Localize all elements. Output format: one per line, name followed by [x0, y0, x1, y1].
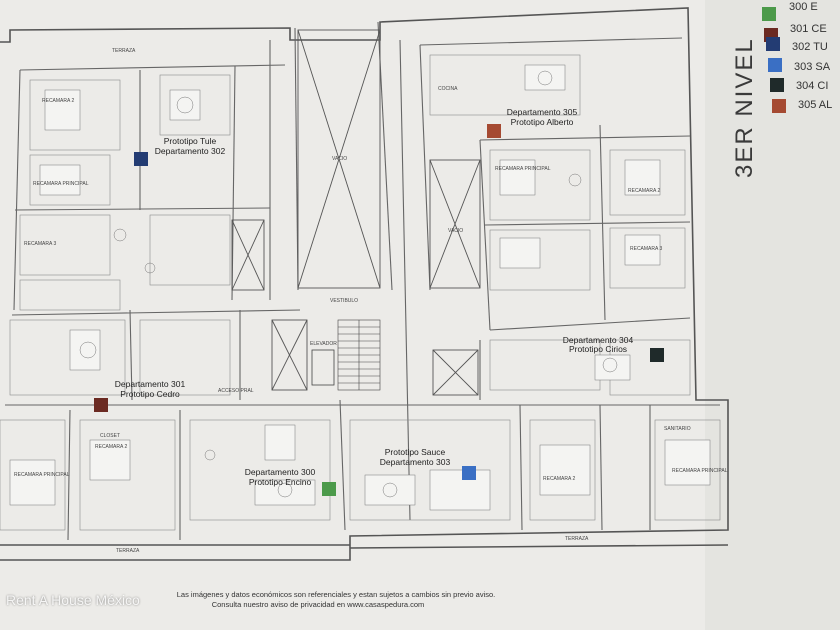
unit-300-name: Departamento 300	[245, 467, 316, 477]
room-label-recamara-2-300: RECAMARA 2	[95, 444, 127, 450]
room-label-recamara-2-305: RECAMARA 2	[628, 188, 660, 194]
unit-303-dept: Departamento 303	[380, 457, 451, 467]
room-label-vacio: VACIO	[332, 156, 347, 162]
legend-code-304: 304 CI	[796, 80, 828, 92]
staircase	[337, 319, 381, 391]
unit-301-dept: Prototipo Cedro	[120, 389, 180, 399]
unit-304-label: Departamento 304 Prototipo Cirios	[563, 335, 634, 354]
room-label-recamara-principal-304: RECAMARA PRINCIPAL	[672, 468, 728, 474]
legend-swatch-305	[772, 99, 786, 113]
unit-305-label: Departamento 305 Prototipo Alberto	[507, 107, 578, 127]
room-label-cocina: COCINA	[438, 86, 458, 92]
unit-301-label: Departamento 301 Prototipo Cedro	[115, 379, 186, 399]
room-label-recamara-principal-305: RECAMARA PRINCIPAL	[495, 166, 551, 172]
legend-item-305: 305 AL	[772, 99, 832, 113]
unit-302-dept: Departamento 302	[155, 146, 226, 156]
footer-privacy: Consulta nuestro aviso de privacidad en …	[212, 600, 425, 609]
unit-305-marker	[487, 124, 501, 138]
legend-item-304: 304 CI	[770, 78, 828, 92]
legend-swatch-304	[770, 78, 784, 92]
legend-code-305: 305 AL	[798, 99, 832, 111]
room-label-elevador: ELEVADOR	[310, 341, 337, 347]
unit-302-marker	[134, 152, 148, 166]
furniture	[9, 64, 711, 511]
building-outline	[0, 7, 729, 561]
room-label-terraza: TERRAZA	[112, 48, 136, 54]
vacio-shafts	[231, 29, 481, 396]
legend-code-301: 301 CE	[790, 23, 827, 35]
room-label-recamara-2: RECAMARA 2	[42, 98, 74, 104]
room-label-recamara-3: RECAMARA 3	[24, 241, 56, 247]
legend-code-302: 302 TU	[792, 41, 828, 53]
legend-code-303: 303 SA	[794, 61, 831, 73]
room-label-terraza-bottom-2: TERRAZA	[565, 536, 589, 542]
unit-300-marker	[322, 482, 336, 496]
room-label-acceso: ACCESO PRAL	[218, 388, 254, 394]
unit-303-name: Prototipo Sauce	[385, 447, 446, 457]
legend: 300 E 301 CE 302 TU 303 SA 304 CI 305 AL	[762, 1, 832, 113]
unit-304-marker	[650, 348, 664, 362]
watermark: Rent A House México	[6, 592, 140, 608]
unit-304-dept: Prototipo Cirios	[569, 344, 627, 354]
footer-disclaimer: Las imágenes y datos económicos son refe…	[177, 590, 496, 599]
elevator-shaft	[311, 349, 335, 386]
unit-305-name: Departamento 305	[507, 107, 578, 117]
room-label-recamara-principal-300: RECAMARA PRINCIPAL	[14, 472, 70, 478]
unit-300-label: Departamento 300 Prototipo Encino	[245, 467, 316, 487]
room-label-recamara-2-303: RECAMARA 2	[543, 476, 575, 482]
room-label-closet: CLOSET	[100, 433, 120, 439]
legend-code-300: 300 E	[789, 1, 818, 13]
unit-301-marker	[94, 398, 108, 412]
room-label-vacio-2: VACIO	[448, 228, 463, 234]
unit-304-name: Departamento 304	[563, 335, 634, 345]
unit-303-label: Prototipo Sauce Departamento 303	[380, 447, 451, 467]
legend-item-303: 303 SA	[768, 58, 831, 73]
unit-300-dept: Prototipo Encino	[249, 477, 312, 487]
legend-swatch-300	[762, 7, 776, 21]
legend-item-302: 302 TU	[766, 37, 828, 53]
room-label-recamara-3-305: RECAMARA 3	[630, 246, 662, 252]
room-label-vestibulo: VESTIBULO	[330, 298, 358, 304]
room-label-recamara-principal: RECAMARA PRINCIPAL	[33, 181, 89, 187]
room-label-sanitario: SANITARIO	[664, 426, 691, 432]
level-title: 3ER NIVEL	[731, 37, 758, 178]
unit-301-name: Departamento 301	[115, 379, 186, 389]
unit-302-label: Prototipo Tule Departamento 302	[155, 136, 226, 156]
room-label-terraza-bottom: TERRAZA	[116, 548, 140, 554]
unit-303-marker	[462, 466, 476, 480]
legend-swatch-302	[766, 37, 780, 51]
unit-302-name: Prototipo Tule	[164, 136, 217, 146]
legend-item-300: 300 E	[762, 1, 818, 21]
legend-swatch-303	[768, 58, 782, 72]
unit-305-dept: Prototipo Alberto	[511, 117, 574, 127]
